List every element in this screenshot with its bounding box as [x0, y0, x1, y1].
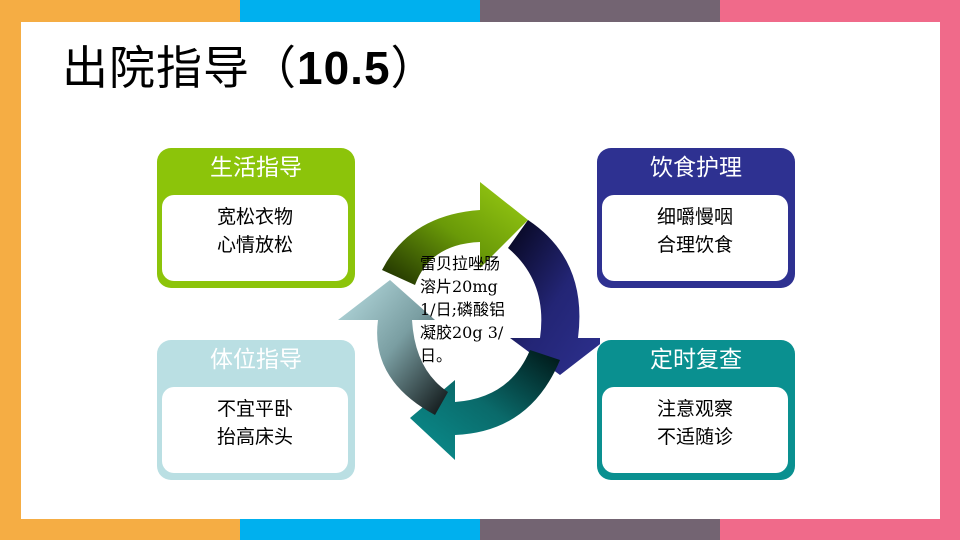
note-line: 1/日;磷酸铝: [420, 300, 505, 319]
card-line: 心情放松: [216, 234, 293, 256]
card-line: 不适随诊: [656, 426, 733, 448]
frame-bottom-pink: [720, 519, 960, 540]
card-title: 体位指导: [210, 347, 302, 373]
card-line: 宽松衣物: [216, 206, 293, 228]
card-line: 细嚼慢咽: [656, 206, 733, 228]
note-line: 凝胶20g 3/: [420, 323, 504, 342]
title-text: 出院指导（: [62, 41, 297, 95]
frame-left-orange: [0, 0, 21, 540]
note-line: 溶片20mg: [420, 277, 498, 296]
frame-top-blue: [240, 0, 480, 22]
card-line: 抬高床头: [216, 426, 293, 448]
slide-title: 出院指导（10.5）: [62, 32, 438, 98]
frame-bottom-blue: [240, 519, 480, 540]
cycle-arrows-icon: [338, 182, 600, 460]
card-posture: 体位指导 不宜平卧 抬高床头: [157, 340, 355, 480]
frame-top-orange: [0, 0, 240, 22]
title-suffix: ）: [390, 41, 438, 95]
frame-bottom-orange: [0, 519, 240, 540]
card-body: 不宜平卧 抬高床头: [162, 387, 348, 473]
card-diet: 饮食护理 细嚼慢咽 合理饮食: [597, 148, 795, 288]
card-lifestyle: 生活指导 宽松衣物 心情放松: [157, 148, 355, 288]
card-line: 注意观察: [656, 398, 733, 420]
card-body: 注意观察 不适随诊: [602, 387, 788, 473]
frame-top-pink: [720, 0, 960, 22]
medication-note: 雷贝拉唑肠 溶片20mg 1/日;磷酸铝 凝胶20g 3/ 日。: [420, 252, 550, 367]
card-body: 细嚼慢咽 合理饮食: [602, 195, 788, 281]
note-line: 雷贝拉唑肠: [420, 254, 501, 273]
frame-right-pink: [939, 0, 960, 540]
card-title: 饮食护理: [650, 155, 742, 181]
card-line: 不宜平卧: [216, 398, 293, 420]
card-title: 生活指导: [210, 155, 302, 181]
note-line: 日。: [420, 346, 453, 365]
card-followup: 定时复查 注意观察 不适随诊: [597, 340, 795, 480]
title-number: 10.5: [297, 42, 391, 94]
card-title: 定时复查: [650, 347, 742, 373]
frame-top-mauve: [480, 0, 720, 22]
frame-bottom-mauve: [480, 519, 720, 540]
card-line: 合理饮食: [656, 234, 733, 256]
card-body: 宽松衣物 心情放松: [162, 195, 348, 281]
